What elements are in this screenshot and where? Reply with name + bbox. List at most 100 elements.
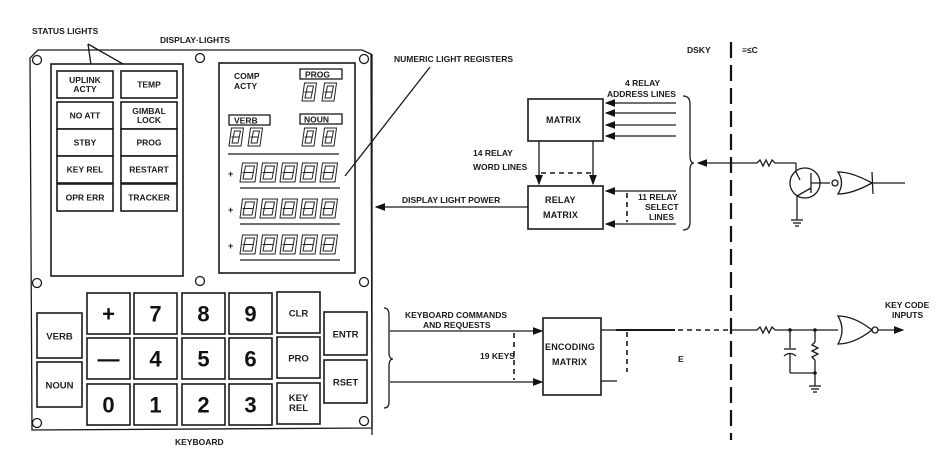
relay-word-label-1: 14 RELAY [473,148,513,158]
status-light-box [56,128,114,157]
relay-select-label-2: SELECT [645,202,679,212]
seven-segment-digit [259,198,279,219]
relay-lines-bracket [682,95,695,231]
entr-key[interactable]: ENTR [323,311,368,356]
keyboard-bracket [383,307,394,409]
seven-segment-digit [239,198,259,219]
pro-key-label: PRO [288,354,309,365]
status-light-label: NO ATT [70,111,101,121]
verb-key-label: VERB [46,332,73,343]
display-light-power-label: DISPLAY LIGHT POWER [402,195,500,205]
register-sign: + [228,241,233,251]
key-5[interactable]: 5 [181,337,226,380]
key-6[interactable]: 6 [228,337,273,380]
numeric-light-registers-label: NUMERIC LIGHT REGISTERS [394,54,513,64]
seven-segment-digit [239,162,259,183]
key-1[interactable]: 1 [133,383,178,426]
key-minus[interactable]: — [86,337,131,380]
key-4-label: 4 [149,347,162,372]
status-light-label: ACTY [73,84,96,94]
seven-segment-digit [321,127,338,147]
rset-key-label: RSET [333,378,359,389]
seven-segment-digit [228,127,245,147]
nor-gate-icon [836,315,874,345]
seven-segment-digit [259,162,279,183]
status-light-label: TRACKER [128,193,170,203]
clr-key[interactable]: CLR [276,291,321,334]
noun-indicator-label: NOUN [304,115,329,125]
relay-address-label-1: 4 RELAY [625,78,660,88]
encoding-matrix-block [542,317,602,396]
status-light: TRACKER [120,183,178,212]
status-light-box [56,70,114,99]
encoding-matrix-label-2: MATRIX [552,357,587,367]
pro-key[interactable]: PRO [276,336,321,379]
status-light-label: RESTART [129,165,169,175]
capacitor-icon [783,348,797,357]
prog-indicator-label: PROG [305,70,330,80]
status-lights-label: STATUS LIGHTS [32,26,99,36]
relay-address-label-2: ADDRESS LINES [607,89,676,99]
relay-matrix-label-2: MATRIX [543,210,578,220]
seven-segment-digit [279,162,299,183]
status-light: KEY REL [56,155,114,184]
agc-label: ≡≤C [742,45,758,55]
status-light: NO ATT [56,101,114,130]
status-light-label: UPLINK [69,75,102,85]
noun-key[interactable]: NOUN [36,361,83,408]
relay-select-label-3: LINES [649,212,674,222]
status-light-box [56,155,114,184]
e-label: E [678,354,684,364]
rset-key[interactable]: RSET [323,359,368,404]
verb-indicator-label: VERB [234,116,258,126]
verb-key[interactable]: VERB [36,312,83,359]
status-light: OPR ERR [56,183,114,212]
key-code-circuit [731,315,905,393]
matrix-block [527,98,604,142]
status-light-label: LOCK [137,115,162,125]
comp-acty-line1: COMP [234,71,260,81]
key-5-label: 5 [197,347,209,372]
status-light: STBY [56,128,114,157]
key-plus[interactable]: + [86,292,131,335]
clr-key-label: CLR [289,309,309,320]
key-7[interactable]: 7 [133,292,178,335]
key-code-inputs-label-2: INPUTS [892,310,924,320]
seven-segment-digit [279,198,299,219]
resistor-icon [810,341,820,361]
verb-indicator-box [228,114,271,126]
seven-segment-digit [301,127,318,147]
dsky-label: DSKY [687,45,711,55]
keyboard-commands-label-2: AND REQUESTS [423,320,491,330]
status-light-label: PROG [136,138,161,148]
ground-icon [791,219,803,227]
status-light-box [120,155,178,184]
seven-segment-digit [299,198,319,219]
dsky-frame [29,49,373,431]
key-9-label: 9 [244,302,256,327]
key-2[interactable]: 2 [181,383,226,426]
key-9[interactable]: 9 [228,292,273,335]
nineteen-keys-label: 19 KEYS [480,351,515,361]
status-light-box [120,70,178,99]
matrix-label: MATRIX [546,115,581,125]
key-4[interactable]: 4 [133,337,178,380]
relay-matrix-label-1: RELAY [545,195,576,205]
register-sign: + [228,169,233,179]
status-light: TEMP [120,70,178,99]
relay-select-label-1: 11 RELAY [638,192,678,202]
seven-segment-digit [239,234,259,255]
status-light-box [56,183,114,212]
inverter-bubble [831,179,839,187]
seven-segment-digit [247,127,264,147]
prog-indicator-box [299,68,343,80]
key-3[interactable]: 3 [228,383,273,426]
key-8[interactable]: 8 [181,292,226,335]
key-0[interactable]: 0 [86,383,131,426]
seven-segment-digit [279,234,299,255]
status-light-label: GIMBAL [132,106,166,116]
